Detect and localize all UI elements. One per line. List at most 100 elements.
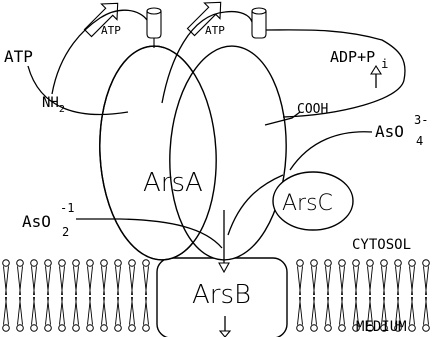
- lipid-head: [3, 325, 10, 332]
- lipid-head: [423, 260, 430, 267]
- lipid-tail: [46, 266, 51, 295]
- lipid-tail: [116, 266, 121, 295]
- lipid-head: [87, 260, 94, 267]
- lipid-head: [297, 260, 304, 267]
- lipid-head: [367, 260, 374, 267]
- lipid-head: [59, 325, 66, 332]
- lipid-tail: [74, 297, 79, 325]
- lipid-head: [409, 260, 416, 267]
- lipid-head: [129, 260, 136, 267]
- lipid-head: [73, 260, 80, 267]
- lipid-tail: [312, 297, 317, 325]
- lipid-tail: [340, 266, 345, 295]
- lipid-head: [73, 325, 80, 332]
- lipid-head: [3, 260, 10, 267]
- lipid-head: [395, 260, 402, 267]
- atp-site2-label: ATP: [205, 24, 225, 37]
- lipid-head: [45, 260, 52, 267]
- lipid-head: [423, 325, 430, 332]
- lipid-head: [325, 260, 332, 267]
- lipid-tail: [88, 266, 93, 295]
- lipid-tail: [144, 297, 149, 325]
- cytosol-label: CYTOSOL: [352, 237, 411, 253]
- lipid-tail: [18, 297, 23, 325]
- lipid-head: [45, 325, 52, 332]
- lipid-head: [143, 260, 150, 267]
- lipid-tail: [340, 297, 345, 325]
- cooh-label: COOH: [297, 102, 328, 117]
- arsenate-subscript: 4: [416, 134, 423, 148]
- lipid-head: [409, 325, 416, 332]
- lipid-head: [381, 260, 388, 267]
- atp-label-left: ATP: [4, 47, 33, 66]
- lipid-tail: [60, 297, 65, 325]
- lipid-head: [339, 325, 346, 332]
- lipid-tail: [46, 297, 51, 325]
- lipid-head: [311, 260, 318, 267]
- arsenate-line: [290, 132, 372, 170]
- lipid-head: [143, 325, 150, 332]
- medium-label: MEDIUM: [356, 319, 407, 335]
- arsenite-label: AsO: [22, 212, 51, 231]
- lipid-head: [101, 325, 108, 332]
- lipid-tail: [312, 266, 317, 295]
- arsc-label: ArsC: [282, 191, 333, 216]
- lipid-tail: [32, 266, 37, 295]
- lipid-head: [297, 325, 304, 332]
- lipid-tail: [130, 266, 135, 295]
- lipid-tail: [74, 266, 79, 295]
- lipid-head: [87, 325, 94, 332]
- lipid-tail: [144, 266, 149, 295]
- lipid-tail: [102, 266, 107, 295]
- lipid-head: [311, 325, 318, 332]
- lipid-head: [115, 325, 122, 332]
- lipid-head: [353, 260, 360, 267]
- lipid-tail: [410, 266, 415, 295]
- lipid-tail: [424, 266, 429, 295]
- lipid-tail: [382, 266, 387, 295]
- lipid-head: [115, 260, 122, 267]
- lipid-head: [31, 325, 38, 332]
- arsa-label: ArsA: [143, 168, 203, 198]
- adp-release-arc: [266, 30, 405, 117]
- lipid-head: [325, 325, 332, 332]
- lipid-tail: [102, 297, 107, 325]
- lipid-tail: [326, 266, 331, 295]
- lipid-head: [339, 260, 346, 267]
- lipid-tail: [4, 266, 9, 295]
- membrane-bilayer-left: [3, 260, 150, 332]
- lipid-tail: [298, 266, 303, 295]
- lipid-tail: [410, 297, 415, 325]
- atp-binding-site-1: [147, 8, 161, 38]
- lipid-tail: [60, 266, 65, 295]
- lipid-head: [101, 260, 108, 267]
- nh2-label: NH2: [42, 95, 65, 115]
- arsenate-label: AsO: [375, 122, 404, 141]
- atp-binding-site-2: [252, 8, 266, 38]
- arsenite-subscript: 2: [62, 225, 69, 239]
- lipid-tail: [298, 297, 303, 325]
- lipid-tail: [326, 297, 331, 325]
- lipid-head: [17, 325, 24, 332]
- lipid-head: [59, 260, 66, 267]
- lipid-tail: [424, 297, 429, 325]
- lipid-head: [129, 325, 136, 332]
- lipid-tail: [18, 266, 23, 295]
- lipid-head: [31, 260, 38, 267]
- lipid-tail: [368, 266, 373, 295]
- lipid-tail: [116, 297, 121, 325]
- lipid-tail: [88, 297, 93, 325]
- lipid-tail: [130, 297, 135, 325]
- atp-site1-label: ATP: [101, 24, 121, 37]
- lipid-tail: [396, 266, 401, 295]
- lipid-tail: [4, 297, 9, 325]
- adp-release-arrowhead: [371, 66, 381, 74]
- lipid-tail: [354, 266, 359, 295]
- arsenate-charge: 3-: [414, 113, 428, 127]
- arsb-label: ArsB: [192, 280, 251, 310]
- arsenite-charge: -1: [60, 201, 74, 215]
- lipid-head: [17, 260, 24, 267]
- lipid-tail: [32, 297, 37, 325]
